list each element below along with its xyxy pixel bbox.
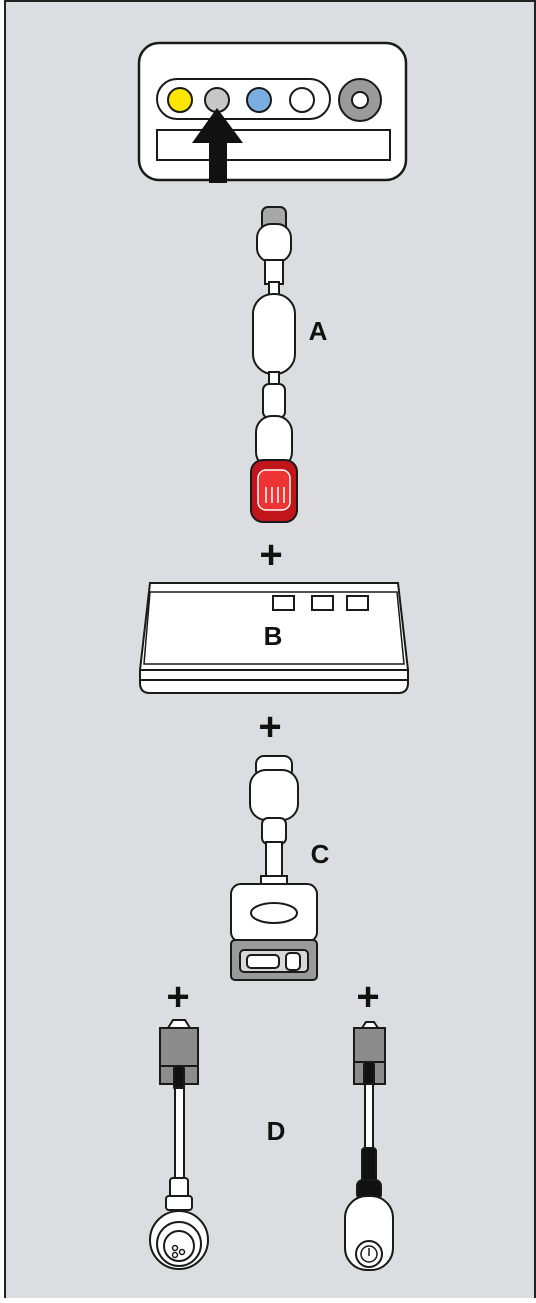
plus-sign-1: + — [259, 533, 282, 577]
cable-a — [250, 206, 298, 523]
plus-sign-3: + — [166, 975, 189, 1019]
plus-sign-2: + — [258, 705, 281, 749]
port-yellow — [167, 87, 193, 113]
label-b: B — [264, 621, 283, 651]
insert-arrow-icon — [192, 108, 243, 183]
cable-c — [230, 755, 318, 981]
monitor-module — [137, 41, 408, 183]
plus-sign-4: + — [356, 975, 379, 1019]
cable-d-right — [344, 1021, 394, 1271]
label-d: D — [267, 1116, 286, 1146]
label-a: A — [309, 316, 328, 346]
black-cable — [361, 1147, 377, 1185]
device-b — [139, 582, 409, 694]
cable-d-left — [149, 1019, 209, 1270]
port-white — [289, 87, 315, 113]
port-blue — [246, 87, 272, 113]
label-c: C — [311, 839, 330, 869]
